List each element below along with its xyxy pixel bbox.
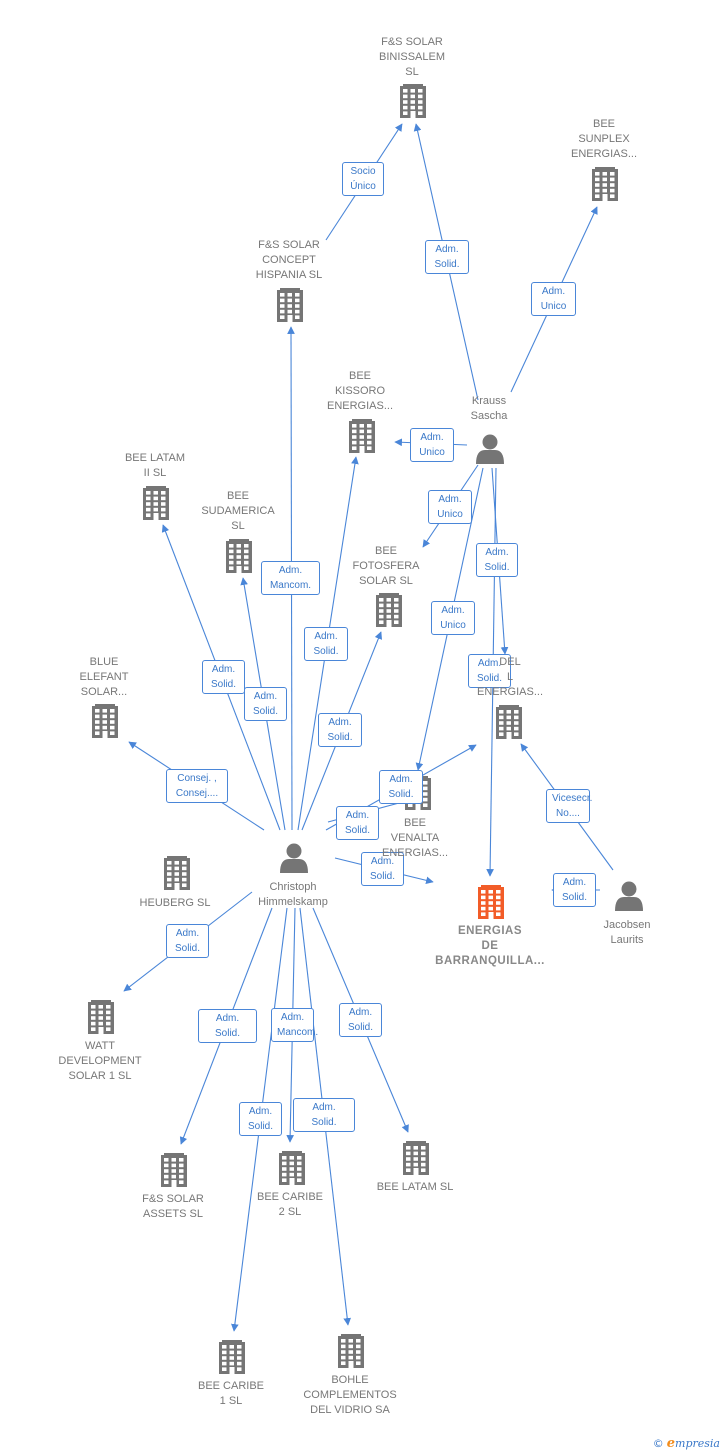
- edge-label[interactable]: Adm. Solid.: [244, 687, 287, 721]
- node-label-bee-latam[interactable]: BEE LATAM SL: [376, 1181, 454, 1193]
- node-label-energias-barranquilla[interactable]: ENERGIAS DE BARRANQUILLA...: [435, 925, 545, 967]
- edge-label[interactable]: Adm. Solid.: [336, 806, 379, 840]
- edge-label[interactable]: Adm. Solid.: [239, 1102, 282, 1136]
- company-building-icon[interactable]: [279, 1151, 305, 1185]
- company-building-icon[interactable]: [338, 1334, 364, 1368]
- edge-label[interactable]: Adm. Solid.: [476, 543, 518, 577]
- edge-label[interactable]: Adm. Unico: [531, 282, 576, 316]
- copyright-symbol: ©: [652, 1437, 664, 1450]
- edge-label[interactable]: Adm. Unico: [428, 490, 472, 524]
- edge-label[interactable]: Adm. Solid.: [202, 660, 245, 694]
- edge-label[interactable]: Adm. Mancom.: [271, 1008, 318, 1042]
- edge-label[interactable]: Consej. , Consej....: [166, 769, 228, 803]
- node-label-bee-fotosfera[interactable]: BEE FOTOSFERA SOLAR SL: [352, 545, 420, 587]
- edge-label[interactable]: Adm. Solid.: [339, 1003, 382, 1037]
- empresia-logo-text: mpresia: [675, 1437, 720, 1450]
- edge-label[interactable]: Adm. Unico: [431, 601, 475, 635]
- node-label-heuberg[interactable]: HEUBERG SL: [139, 897, 211, 909]
- edge-label[interactable]: Adm. Solid.: [198, 1009, 257, 1043]
- person-icon[interactable]: [476, 434, 504, 465]
- company-building-icon[interactable]: [88, 1000, 114, 1034]
- node-label-krauss-sascha[interactable]: Krauss Sascha: [470, 395, 508, 422]
- edge-label[interactable]: Adm. Solid.: [425, 240, 469, 274]
- empresia-logo-initial: e: [666, 1436, 676, 1451]
- edge-label[interactable]: Adm. Mancom.: [261, 561, 320, 595]
- company-building-icon[interactable]: [143, 486, 169, 520]
- person-icon[interactable]: [280, 843, 308, 874]
- node-label-bee-latam-ii[interactable]: BEE LATAM II SL: [124, 452, 186, 479]
- edge-label[interactable]: Adm. Solid.: [361, 852, 404, 886]
- node-label-blue-elefant[interactable]: BLUE ELEFANT SOLAR...: [79, 656, 129, 698]
- company-building-icon[interactable]: [164, 856, 190, 890]
- company-building-icon[interactable]: [92, 704, 118, 738]
- company-building-icon[interactable]: [219, 1340, 245, 1374]
- empresia-footer[interactable]: ©empresia: [653, 1436, 720, 1451]
- edge-label[interactable]: Adm. Solid.: [293, 1098, 355, 1132]
- node-label-bee-venalta[interactable]: BEE VENALTA ENERGIAS...: [381, 817, 449, 859]
- edge-label[interactable]: Adm. Solid.: [468, 654, 511, 688]
- node-label-bee-del-energias[interactable]: DEL L ENERGIAS...: [476, 656, 544, 698]
- node-label-watt-development[interactable]: WATT DEVELOPMENT SOLAR 1 SL: [58, 1040, 142, 1082]
- edge-label[interactable]: Adm. Unico: [410, 428, 454, 462]
- edge-label[interactable]: Socio Único: [342, 162, 384, 196]
- company-building-icon[interactable]: [349, 419, 375, 453]
- company-building-icon[interactable]: [400, 84, 426, 118]
- node-label-fs-solar-binissalem[interactable]: F&S SOLAR BINISSALEM SL: [378, 36, 446, 78]
- company-building-icon[interactable]: [403, 1141, 429, 1175]
- person-icon[interactable]: [615, 881, 643, 912]
- node-label-christoph[interactable]: Christoph Himmelskamp: [258, 881, 328, 908]
- node-label-bee-sunplex[interactable]: BEE SUNPLEX ENERGIAS...: [570, 118, 638, 160]
- node-label-jacobsen-laurits[interactable]: Jacobsen Laurits: [603, 919, 651, 946]
- company-building-icon[interactable]: [376, 593, 402, 627]
- node-label-fs-solar-assets[interactable]: F&S SOLAR ASSETS SL: [142, 1193, 204, 1220]
- node-label-bee-kissoro[interactable]: BEE KISSORO ENERGIAS...: [326, 370, 394, 412]
- edge-label[interactable]: Adm. Solid.: [553, 873, 596, 907]
- node-label-bee-caribe-2[interactable]: BEE CARIBE 2 SL: [256, 1191, 324, 1218]
- company-building-icon[interactable]: [226, 539, 252, 573]
- company-building-icon[interactable]: [592, 167, 618, 201]
- edge-label[interactable]: Adm. Solid.: [379, 770, 423, 804]
- company-building-icon[interactable]: [161, 1153, 187, 1187]
- edge-label[interactable]: Vicesecr. No....: [546, 789, 592, 823]
- company-building-icon[interactable]: [496, 705, 522, 739]
- company-building-icon[interactable]: [277, 288, 303, 322]
- edge-label[interactable]: Adm. Solid.: [304, 627, 348, 661]
- edge-label[interactable]: Adm. Solid.: [318, 713, 362, 747]
- node-label-fs-solar-concept[interactable]: F&S SOLAR CONCEPT HISPANIA SL: [255, 239, 323, 281]
- main-company-building-icon[interactable]: [478, 885, 504, 919]
- node-label-bee-caribe-1[interactable]: BEE CARIBE 1 SL: [197, 1380, 265, 1407]
- node-label-bee-sudamerica[interactable]: BEE SUDAMERICA SL: [201, 490, 275, 532]
- node-label-bohle[interactable]: BOHLE COMPLEMENTOS DEL VIDRIO SA: [303, 1374, 397, 1416]
- edge-label[interactable]: Adm. Solid.: [166, 924, 209, 958]
